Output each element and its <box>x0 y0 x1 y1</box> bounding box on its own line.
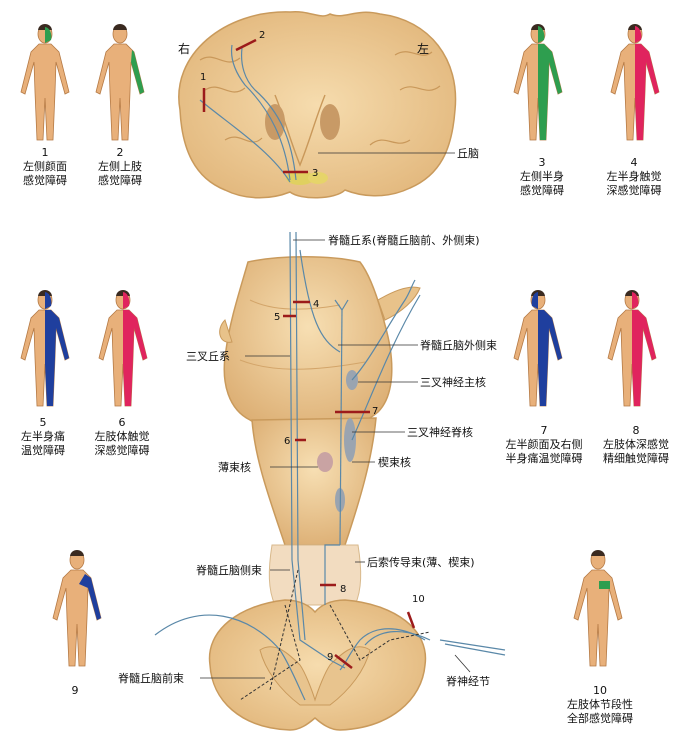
label-spinal-ganglion: 脊神经节 <box>446 675 490 688</box>
caption-7-line1: 左半颜面及右侧 <box>505 438 583 451</box>
brainstem <box>219 256 421 546</box>
sensory-pathways <box>154 44 506 701</box>
caption-10-num: 10 <box>593 684 607 697</box>
caption-3: 3 左侧半身 感觉障碍 <box>505 156 579 198</box>
label-cuneate-nucleus: 楔束核 <box>378 456 411 469</box>
lesion-num-6: 6 <box>284 436 290 447</box>
caption-8-line2: 精细触觉障碍 <box>603 452 669 465</box>
caption-6-line1: 左肢体触觉 <box>94 430 150 443</box>
dashed-pathways <box>239 569 431 701</box>
side-label-right: 右 <box>178 42 191 56</box>
caption-3-num: 3 <box>538 156 546 169</box>
lesion-num-1: 1 <box>200 72 206 83</box>
caption-3-line2: 感觉障碍 <box>520 184 564 197</box>
label-trigeminal-lemniscus: 三叉丘系 <box>186 350 230 363</box>
caption-7-num: 7 <box>540 424 548 437</box>
caption-9-num: 9 <box>71 684 79 697</box>
caption-7-line2: 半身痛温觉障碍 <box>505 452 583 465</box>
lesion-num-3: 3 <box>312 168 318 179</box>
human-figure-3 <box>513 24 563 141</box>
figures-group <box>20 24 660 667</box>
caption-8-line1: 左肢体深感觉 <box>603 438 669 451</box>
caption-1-line1: 左侧颜面 <box>23 160 67 173</box>
lesion-num-4: 4 <box>313 299 319 310</box>
label-lateral-spinothalamic: 脊髓丘脑外侧束 <box>420 339 497 352</box>
caption-2-num: 2 <box>116 146 124 159</box>
lesion-num-8: 8 <box>340 584 346 595</box>
label-thalamus: 丘脑 <box>457 147 479 160</box>
caption-2: 2 左侧上肢 感觉障碍 <box>85 146 155 188</box>
caption-4-line1: 左半身触觉 <box>606 170 662 183</box>
caption-6-line2: 深感觉障碍 <box>94 444 150 457</box>
leader-lines <box>200 152 471 679</box>
label-posterior-column: 后索传导束(薄、楔束) <box>367 556 475 569</box>
caption-6: 6 左肢体触觉 深感觉障碍 <box>82 416 162 458</box>
human-figure-9 <box>52 550 102 667</box>
caption-5: 5 左半身痛 温觉障碍 <box>8 416 78 458</box>
caption-2-line1: 左侧上肢 <box>98 160 142 173</box>
caption-4: 4 左半身触觉 深感觉障碍 <box>594 156 674 198</box>
caption-3-line1: 左侧半身 <box>520 170 564 183</box>
brain-section <box>178 11 457 199</box>
caption-1-line2: 感觉障碍 <box>23 174 67 187</box>
human-figure-1 <box>20 24 70 141</box>
caption-8-num: 8 <box>632 424 640 437</box>
caption-1: 1 左侧颜面 感觉障碍 <box>10 146 80 188</box>
lesion-num-10: 10 <box>412 594 425 605</box>
caption-7: 7 左半颜面及右侧 半身痛温觉障碍 <box>494 424 594 466</box>
lesion-num-2: 2 <box>259 30 265 41</box>
caption-6-num: 6 <box>118 416 126 429</box>
lesion-numbers: 1 2 3 4 5 6 7 8 9 10 <box>200 30 425 663</box>
lesion-num-5: 5 <box>274 312 280 323</box>
caption-9: 9 <box>40 684 110 698</box>
human-figure-7 <box>513 290 563 407</box>
label-gracile-nucleus: 薄束核 <box>218 461 251 474</box>
human-figure-6 <box>98 290 148 407</box>
lesion-markers <box>202 38 416 669</box>
label-trigeminal-spinal: 三叉神经脊核 <box>407 426 473 439</box>
caption-4-line2: 深感觉障碍 <box>606 184 662 197</box>
label-trigeminal-principal: 三叉神经主核 <box>420 376 486 389</box>
human-figure-10 <box>573 550 623 667</box>
side-label-left: 左 <box>417 42 430 56</box>
caption-10-line2: 全部感觉障碍 <box>567 712 633 725</box>
caption-1-num: 1 <box>41 146 49 159</box>
caption-5-line1: 左半身痛 <box>21 430 65 443</box>
label-spinothalamic-lateral-tract: 脊髓丘脑侧束 <box>196 564 262 577</box>
caption-10: 10 左肢体节段性 全部感觉障碍 <box>560 684 640 726</box>
label-spinothalamic-anterior-tract: 脊髓丘脑前束 <box>118 672 184 685</box>
caption-10-line1: 左肢体节段性 <box>567 698 633 711</box>
caption-8: 8 左肢体深感觉 精细触觉障碍 <box>592 424 680 466</box>
human-figure-5 <box>20 290 70 407</box>
lesion-num-9: 9 <box>327 652 333 663</box>
human-figure-2 <box>95 24 145 141</box>
lesion-num-7: 7 <box>372 406 378 417</box>
label-spinothalamic-system: 脊髓丘系(脊髓丘脑前、外侧束) <box>328 234 480 247</box>
caption-4-num: 4 <box>630 156 638 169</box>
caption-5-num: 5 <box>39 416 47 429</box>
human-figure-4 <box>610 24 660 141</box>
human-figure-8 <box>607 290 657 407</box>
caption-2-line2: 感觉障碍 <box>98 174 142 187</box>
caption-5-line2: 温觉障碍 <box>21 444 65 457</box>
